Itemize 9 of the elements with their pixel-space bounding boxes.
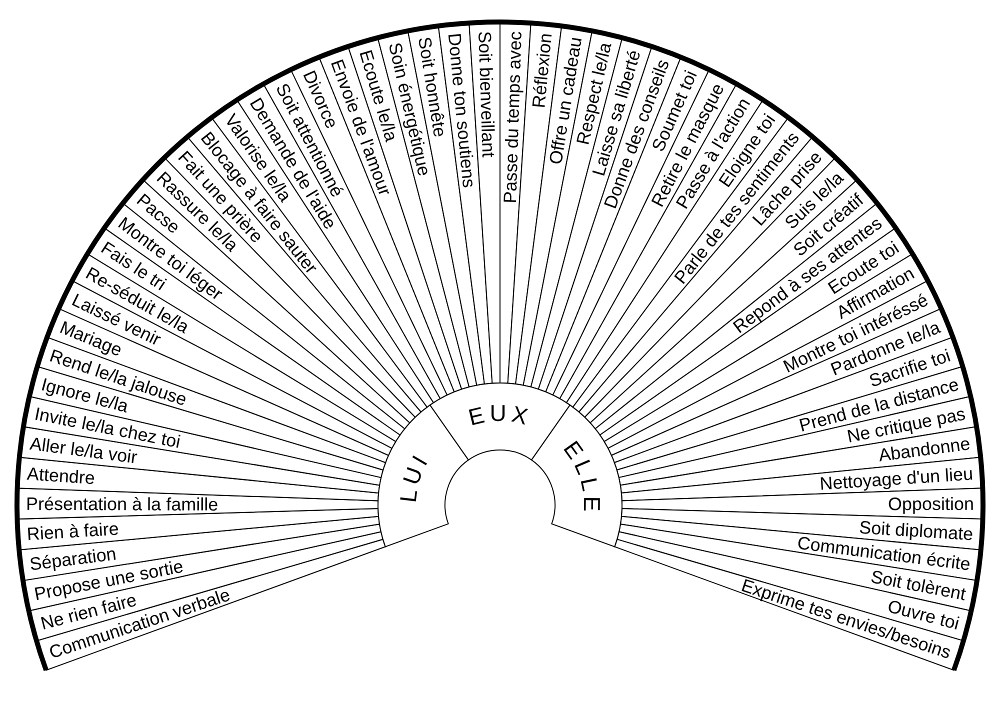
sector-label: Séparation [28, 544, 118, 574]
sector-label: Nettoyage d'un lieu [819, 464, 974, 494]
sector-label: Passe du temps avec [500, 30, 526, 204]
hub-label: EUX [466, 400, 534, 431]
sector-label: Réflexion [528, 32, 556, 109]
sector-label: Attendre [26, 464, 96, 488]
sector-label: Présentation à la famille [26, 494, 218, 514]
sector-label: Rien à faire [26, 518, 120, 544]
sector-label: Opposition [888, 494, 974, 514]
